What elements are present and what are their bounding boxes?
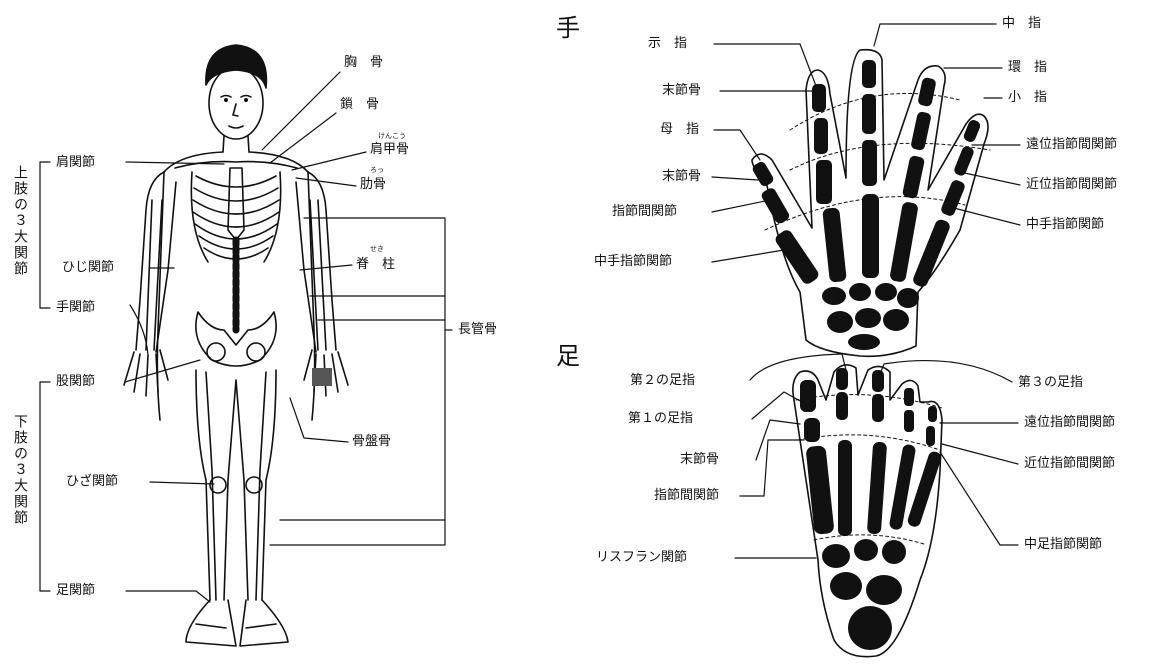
label-hand-interphalangeal: 指節間関節 xyxy=(612,205,677,218)
label-scapula: 肩甲骨 xyxy=(370,143,409,156)
foot-skeleton xyxy=(793,365,943,657)
label-hand-mcp-left: 中手指節関節 xyxy=(594,255,672,268)
foot-title: 足 xyxy=(556,344,580,368)
label-spine: 脊 柱 xyxy=(356,258,395,271)
ruby-spine: せき xyxy=(370,246,384,253)
label-foot-distal-phalanx: 末節骨 xyxy=(680,453,719,466)
label-third-toe: 第３の足指 xyxy=(1018,376,1083,389)
label-little-finger: 小 指 xyxy=(1008,91,1047,104)
label-foot-interphalangeal: 指節間関節 xyxy=(654,489,719,502)
label-lisfranc-joint: リスフラン関節 xyxy=(596,551,687,564)
label-middle-finger: 中 指 xyxy=(1002,17,1041,30)
label-second-toe: 第２の足指 xyxy=(630,374,695,387)
label-hand-distal-phalanx-2: 末節骨 xyxy=(662,170,701,183)
label-shoulder-joint: 肩関節 xyxy=(56,156,95,169)
label-ankle-joint: 足関節 xyxy=(56,584,95,597)
label-hand-dip: 遠位指節間関節 xyxy=(1026,138,1117,151)
label-hand-pip: 近位指節間関節 xyxy=(1026,178,1117,191)
label-first-toe: 第１の足指 xyxy=(628,412,693,425)
label-ring-finger: 環 指 xyxy=(1008,61,1047,74)
ruby-scapula: けんこう xyxy=(378,133,406,140)
label-clavicle: 鎖 骨 xyxy=(340,98,379,111)
label-elbow-joint: ひじ関節 xyxy=(62,261,114,274)
label-wrist-joint: 手関節 xyxy=(56,301,95,314)
label-hip-joint: 股関節 xyxy=(56,375,95,388)
label-knee-joint: ひざ関節 xyxy=(66,475,118,488)
label-index-finger: 示 指 xyxy=(648,37,687,50)
label-rib: 肋骨 xyxy=(360,178,386,191)
hand-skeleton xyxy=(751,50,990,357)
label-hand-distal-phalanx-1: 末節骨 xyxy=(662,84,701,97)
human-skeleton-figure xyxy=(124,45,348,646)
label-thumb: 母 指 xyxy=(660,123,699,136)
label-sternum: 胸 骨 xyxy=(344,56,383,69)
label-foot-dip: 遠位指節間関節 xyxy=(1024,416,1115,429)
label-foot-pip: 近位指節間関節 xyxy=(1024,457,1115,470)
label-hand-mcp-right: 中手指節関節 xyxy=(1026,218,1104,231)
label-long-bone: 長管骨 xyxy=(458,323,497,336)
upper-limb-group-label: 上肢の３大関節 xyxy=(13,165,27,277)
label-foot-mtp: 中足指節関節 xyxy=(1024,538,1102,551)
ruby-rib: ろっ xyxy=(370,167,384,174)
hand-title: 手 xyxy=(556,16,580,40)
label-pelvis: 骨盤骨 xyxy=(352,435,391,448)
lower-limb-group-label: 下肢の３大関節 xyxy=(13,414,27,526)
